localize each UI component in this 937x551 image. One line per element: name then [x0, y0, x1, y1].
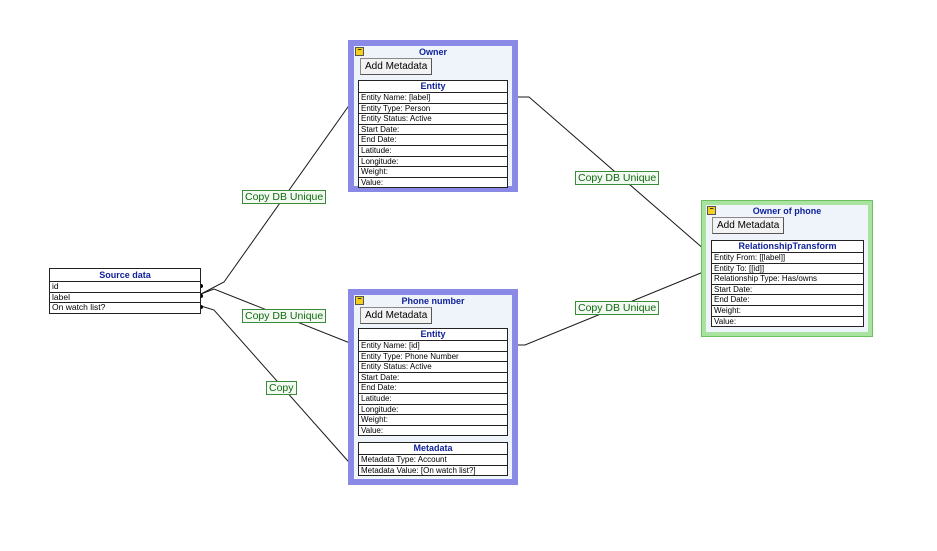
- add-metadata-button[interactable]: Add Metadata: [712, 217, 785, 234]
- entity-field[interactable]: Entity Status: Active: [359, 114, 507, 125]
- entity-field[interactable]: Entity Type: Person: [359, 104, 507, 115]
- source-field-label[interactable]: label: [50, 293, 200, 304]
- owner-node[interactable]: − Owner Add Metadata Entity Entity Name:…: [348, 40, 518, 192]
- transform-field[interactable]: Entity From: [[label]]: [712, 253, 863, 264]
- entity-field[interactable]: Value:: [361, 177, 384, 187]
- collapse-icon[interactable]: −: [355, 296, 364, 305]
- phone-node-title: Phone number: [401, 296, 465, 306]
- entity-field[interactable]: Entity Name: [label]: [359, 93, 507, 104]
- add-metadata-button[interactable]: Add Metadata: [360, 307, 433, 324]
- relationship-node-title: Owner of phone: [752, 206, 822, 216]
- collapse-icon[interactable]: −: [707, 206, 716, 215]
- entity-field[interactable]: Latitude:: [359, 394, 507, 405]
- transform-field[interactable]: End Date:: [712, 295, 863, 306]
- transform-field[interactable]: Value:: [714, 316, 737, 326]
- source-data-table[interactable]: Source data id label On watch list?: [49, 268, 201, 314]
- relationship-transform-section: RelationshipTransform Entity From: [[lab…: [711, 240, 864, 328]
- entity-field[interactable]: End Date:: [359, 383, 507, 394]
- transform-field[interactable]: Start Date:: [712, 285, 863, 296]
- phone-node-body: − Phone number Add Metadata Entity Entit…: [354, 295, 512, 479]
- entity-field[interactable]: Latitude:: [359, 146, 507, 157]
- owner-node-body: − Owner Add Metadata Entity Entity Name:…: [354, 46, 512, 189]
- transform-field[interactable]: Weight:: [712, 306, 863, 317]
- edge-label-copy-db-unique[interactable]: Copy DB Unique: [242, 309, 327, 323]
- metadata-field[interactable]: Metadata Type: Account: [359, 455, 507, 466]
- source-field-watch-list[interactable]: On watch list?: [52, 303, 106, 313]
- transform-field[interactable]: Relationship Type: Has/owns: [712, 274, 863, 285]
- owner-of-phone-node[interactable]: − Owner of phone Add Metadata Relationsh…: [701, 200, 873, 337]
- entity-field[interactable]: Longitude:: [359, 405, 507, 416]
- edge-label-copy-db-unique[interactable]: Copy DB Unique: [575, 301, 660, 315]
- entity-field[interactable]: Start Date:: [359, 125, 507, 136]
- entity-field[interactable]: Weight:: [359, 415, 507, 426]
- collapse-icon[interactable]: −: [355, 47, 364, 56]
- transform-field[interactable]: Entity To: [[id]]: [712, 264, 863, 275]
- entity-field[interactable]: Weight:: [359, 167, 507, 178]
- owner-node-title: Owner: [418, 47, 447, 57]
- entity-field[interactable]: Value:: [361, 425, 384, 435]
- relationship-node-body: − Owner of phone Add Metadata Relationsh…: [706, 205, 868, 332]
- edge-label-copy-db-unique[interactable]: Copy DB Unique: [242, 190, 327, 204]
- phone-metadata-title: Metadata: [359, 443, 507, 455]
- add-metadata-button[interactable]: Add Metadata: [360, 58, 433, 75]
- source-data-title: Source data: [50, 269, 200, 282]
- entity-field[interactable]: End Date:: [359, 135, 507, 146]
- source-field-id[interactable]: id: [50, 282, 200, 293]
- edge-label-copy[interactable]: Copy: [266, 381, 297, 395]
- metadata-field[interactable]: Metadata Value: [On watch list?]: [361, 465, 476, 475]
- phone-number-node[interactable]: − Phone number Add Metadata Entity Entit…: [348, 289, 518, 485]
- edge-label-copy-db-unique[interactable]: Copy DB Unique: [575, 171, 660, 185]
- entity-field[interactable]: Entity Name: [id]: [359, 341, 507, 352]
- owner-entity-section: Entity Entity Name: [label] Entity Type:…: [358, 80, 508, 189]
- owner-entity-title: Entity: [359, 81, 507, 93]
- entity-field[interactable]: Entity Status: Active: [359, 362, 507, 373]
- phone-entity-section: Entity Entity Name: [id] Entity Type: Ph…: [358, 328, 508, 437]
- entity-field[interactable]: Longitude:: [359, 157, 507, 168]
- phone-metadata-section: Metadata Metadata Type: Account Metadata…: [358, 442, 508, 477]
- entity-field[interactable]: Start Date:: [359, 373, 507, 384]
- phone-entity-title: Entity: [359, 329, 507, 341]
- relationship-transform-title: RelationshipTransform: [712, 241, 863, 253]
- entity-field[interactable]: Entity Type: Phone Number: [359, 352, 507, 363]
